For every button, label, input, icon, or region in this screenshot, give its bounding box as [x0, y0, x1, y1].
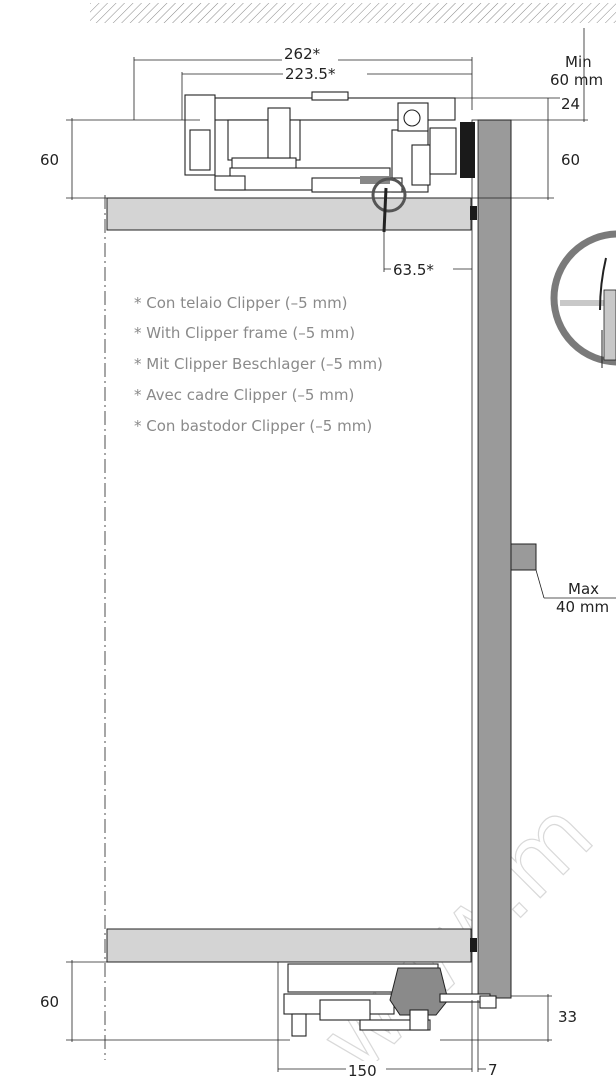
dim-left60-bottom-label: 60 [40, 993, 59, 1011]
top-seal [460, 122, 475, 178]
dim-63-label: 63.5* [393, 261, 434, 279]
bottom-mechanism [283, 963, 497, 1037]
bottom-panel [106, 928, 472, 963]
note-italian: * Con telaio Clipper (–5 mm) [134, 294, 348, 312]
clipper-notes: * Con telaio Clipper (–5 mm) * With Clip… [134, 294, 383, 435]
dim-223-label: 223.5* [285, 65, 336, 83]
note-english: * With Clipper frame (–5 mm) [134, 324, 355, 342]
dim-150-label: 150 [348, 1062, 377, 1078]
top-panel [106, 197, 472, 231]
detail-magnifier [550, 230, 616, 368]
door-panel [477, 119, 512, 999]
dim-min-value: 60 mm [550, 71, 603, 89]
dim-right60-top-label: 60 [561, 151, 580, 169]
door-handle [510, 543, 537, 571]
screw-detail-marker [371, 177, 407, 213]
top-stop [470, 206, 477, 220]
dim-max-label: Max [568, 580, 599, 598]
door-inner-strip [471, 119, 479, 999]
dim-24-label: 24 [561, 95, 580, 113]
dim-7-label: 7 [488, 1061, 498, 1078]
dim-262-label: 262* [284, 45, 321, 63]
dim-min-label: Min [565, 53, 592, 71]
dim-left60-top-label: 60 [40, 151, 59, 169]
ceiling-hatch [90, 3, 616, 23]
bottom-stop [470, 938, 477, 952]
note-french: * Avec cadre Clipper (–5 mm) [134, 386, 354, 404]
note-spanish: * Con bastodor Clipper (–5 mm) [134, 417, 372, 435]
note-german: * Mit Clipper Beschlager (–5 mm) [134, 355, 383, 373]
dim-max-value: 40 mm [556, 598, 609, 616]
dim-33-label: 33 [558, 1008, 577, 1026]
top-mechanism [184, 91, 457, 193]
dim-max-line [535, 569, 545, 599]
screw [382, 187, 388, 233]
